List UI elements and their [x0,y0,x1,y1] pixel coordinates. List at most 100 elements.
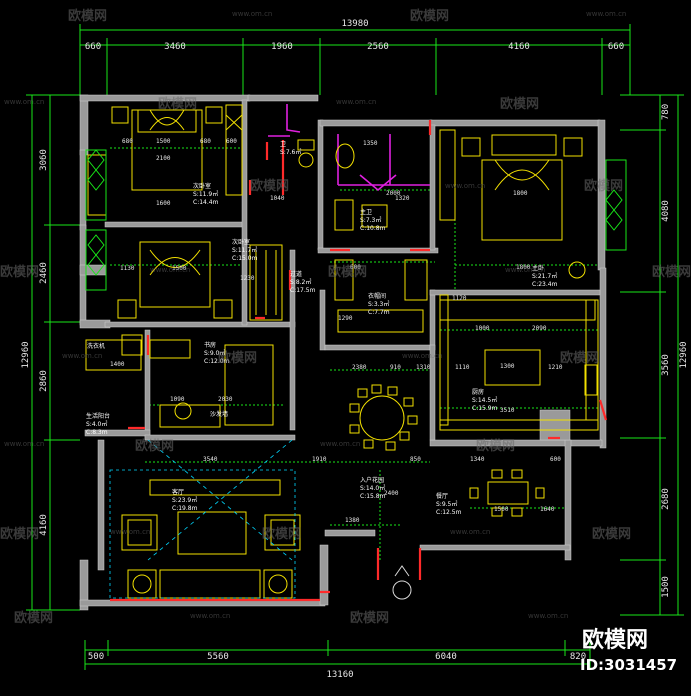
watermark-url: www.om.cn [320,440,360,448]
dim-int-13: 1910 [312,456,327,463]
room-dining: 餐厅 S:9.5㎡ C:12.5m [436,492,462,516]
dim-int-33: 1350 [363,140,378,147]
dim-left-total: 12960 [21,341,31,368]
room-perimeter: C:15.8m [360,493,386,500]
dim-right-3: 2680 [661,488,671,510]
dim-left-0: 3060 [39,149,49,171]
watermark-brand: 欧模网 [158,96,197,112]
watermark-url: www.om.cn [505,266,545,274]
room-kitchen: 厨房 S:14.5㎡ C:15.9m [472,388,498,412]
dim-int-37: 1120 [452,295,467,302]
dim-int-10: 1090 [170,396,185,403]
watermark-brand: 欧模网 [592,526,631,542]
watermark-brand: 欧模网 [0,526,39,542]
watermarks: 欧模网 www.om.cn 欧模网 www.om.cn www.om.cn 欧模… [0,8,691,626]
room-name: 过道 [290,270,302,278]
watermark-brand: 欧模网 [218,350,257,366]
room-labels: 次卧室 S:11.9㎡ C:14.4m 次卧室 S:11.7㎡ C:15.0m … [86,141,558,516]
dim-bottom-2: 6040 [435,652,457,662]
watermark-brand: 欧模网 [476,438,515,454]
dim-left-2: 2860 [39,370,49,392]
dim-right-1: 4080 [661,200,671,222]
dim-int-3: 600 [226,138,237,145]
furniture [85,104,627,600]
dim-int-38: 1040 [270,195,285,202]
room-master-bath: 主卫 S:7.3㎡ C:10.8m [360,208,386,232]
watermark-url: www.om.cn [336,98,376,106]
dim-right-total: 12960 [679,341,689,368]
room-perimeter: C:19.8m [172,505,198,512]
watermark-brand: 欧模网 [262,526,301,542]
room-area: S:8.2㎡ [290,278,311,286]
dim-bottom-3: 820 [570,652,586,662]
room-perimeter: C:23.4m [532,281,558,288]
watermark-url: www.om.cn [528,612,568,620]
dim-int-22: 1110 [455,364,470,371]
dimension-lines [26,24,684,670]
dim-int-31: 1340 [470,456,485,463]
watermark-brand: 欧模网 [500,96,539,112]
room-perimeter: C:12.5m [436,509,462,516]
dim-right-4: 1500 [661,576,671,598]
dim-int-26: 1210 [548,364,563,371]
room-name: 入户花园 [360,476,384,484]
room-bedroom-3: 次卧室 S:11.7㎡ C:15.0m [232,238,258,262]
dim-int-30: 1640 [540,506,555,513]
room-perimeter: C:8.3m [86,429,108,436]
room-perimeter: C:7.7m [368,309,390,316]
room-name: 卫 [280,141,286,148]
room-area: S:23.9㎡ [172,496,197,504]
label-sofa-wall: 沙发墙 [210,410,228,418]
dim-right-2: 3560 [661,354,671,376]
dim-bottom-0: 500 [88,652,104,662]
watermark-url: www.om.cn [110,528,150,536]
dim-int-16: 1380 [345,517,360,524]
dim-right-0: 780 [661,104,671,120]
watermark-brand: 欧模网 [14,610,53,626]
room-area: S:3.3㎡ [368,300,389,308]
watermark-url: www.om.cn [4,98,44,106]
top-total-dimension: 13980 [341,19,368,29]
room-area: S:11.7㎡ [232,246,257,254]
watermark-url: www.om.cn [232,10,272,18]
room-perimeter: C:17.5m [290,287,316,294]
room-area: S:14.0㎡ [360,484,385,492]
left-dimensions: 12960 3060 2460 2860 4160 [21,149,49,536]
room-area: S:7.6㎡ [280,148,301,156]
dim-int-18: 2000 [386,190,401,197]
dim-int-0: 680 [122,138,133,145]
red-openings [110,120,608,602]
dim-int-28: 1300 [500,363,515,370]
dim-int-20: 910 [390,364,401,371]
watermark-brand: 欧模网 [0,264,39,280]
dim-int-14: 850 [410,456,421,463]
room-master-bedroom: 主卧 S:21.7㎡ C:23.4m [532,264,558,288]
dim-int-19: 2380 [352,364,367,371]
magenta-fixtures [268,104,430,192]
room-study: 书房 S:9.0㎡ C:12.0m [204,341,230,365]
room-area: S:14.5㎡ [472,396,497,404]
room-closet: 衣帽间 S:3.3㎡ C:7.7m [368,292,390,316]
brand-badge: 欧模网 ID:3031457 [580,627,677,674]
room-area: S:9.0㎡ [204,349,225,357]
dim-int-34: 1800 [513,190,528,197]
room-hallway: 过道 S:8.2㎡ C:17.5m [290,270,316,294]
watermark-brand: 欧模网 [584,178,623,194]
watermark-url: www.om.cn [150,266,190,274]
dim-int-4: 2100 [156,155,171,162]
dim-left-3: 4160 [39,514,49,536]
dim-top-2: 1960 [271,42,293,52]
room-name: 次卧室 [232,238,250,246]
dim-int-23: 1000 [475,325,490,332]
watermark-brand: 欧模网 [328,264,367,280]
dim-int-17: 1800 [516,264,531,271]
watermark-brand: 欧模网 [560,350,599,366]
dim-bottom-total: 13160 [326,670,353,680]
watermark-url: www.om.cn [450,528,490,536]
watermark-url: www.om.cn [190,612,230,620]
watermark-url: www.om.cn [445,182,485,190]
dim-int-21: 1310 [416,364,431,371]
room-perimeter: C:15.0m [232,255,258,262]
dim-int-29: 1500 [494,506,509,513]
room-entry-garden: 入户花园 S:14.0㎡ C:15.8m [360,476,386,500]
